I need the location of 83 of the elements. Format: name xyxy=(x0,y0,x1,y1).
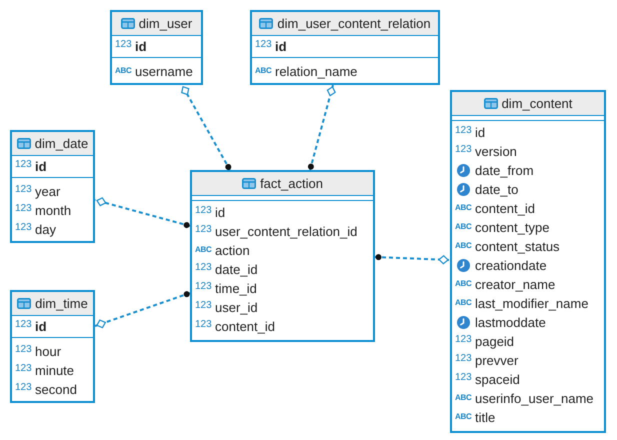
relationship-line xyxy=(181,84,232,170)
column-name: year xyxy=(35,184,60,199)
column-name: id xyxy=(135,39,147,54)
data-type-label: 123 xyxy=(195,300,212,312)
column-name: action xyxy=(215,243,250,258)
column-name: userinfo_user_name xyxy=(475,391,594,406)
data-type-label: 123 xyxy=(455,372,472,384)
column-name: content_id xyxy=(475,201,535,216)
column-name: date_id xyxy=(215,262,258,277)
column-name: content_status xyxy=(475,239,560,254)
data-type-label: 123 xyxy=(15,319,32,331)
column-name: spaceid xyxy=(475,372,520,387)
column-name: time_id xyxy=(215,281,257,296)
data-type-label: 123 xyxy=(15,382,32,394)
table-card xyxy=(450,90,606,433)
column-name: content_type xyxy=(475,220,550,235)
column-name: content_id xyxy=(215,319,275,334)
column-name: lastmoddate xyxy=(475,315,546,330)
column-name: creator_name xyxy=(475,277,556,292)
column-name: title xyxy=(475,410,496,425)
relationship-line xyxy=(374,254,450,264)
data-type-label: 123 xyxy=(15,184,32,196)
column-name: second xyxy=(35,382,77,397)
column-name: pageid xyxy=(475,334,514,349)
column-name: day xyxy=(35,222,56,237)
column-name: user_id xyxy=(215,300,258,315)
table-card xyxy=(250,10,440,85)
data-type-label: 123 xyxy=(15,363,32,375)
table-card xyxy=(10,290,95,403)
data-type-label: 123 xyxy=(195,281,212,293)
data-type-label: ABC xyxy=(455,202,472,214)
data-type-label: ABC xyxy=(455,278,472,290)
data-type-label: ABC xyxy=(115,65,132,77)
column-name: last_modifier_name xyxy=(475,296,588,311)
relationship-line xyxy=(308,84,336,170)
data-type-label: 123 xyxy=(195,205,212,217)
data-type-label: ABC xyxy=(455,411,472,423)
data-type-label: 123 xyxy=(195,319,212,331)
column-name: id xyxy=(35,159,47,174)
data-type-label: 123 xyxy=(15,159,32,171)
data-type-label: 123 xyxy=(15,222,32,234)
data-type-label: 123 xyxy=(455,353,472,365)
column-name: creationdate xyxy=(475,258,547,273)
data-type-label: 123 xyxy=(455,334,472,346)
data-type-label: 123 xyxy=(455,144,472,156)
column-name: prevver xyxy=(475,353,518,368)
data-type-label: 123 xyxy=(15,344,32,356)
column-name: month xyxy=(35,203,72,218)
data-type-label: ABC xyxy=(455,297,472,309)
data-type-label: 123 xyxy=(255,39,272,51)
column-name: username xyxy=(135,64,193,79)
table-name: fact_action xyxy=(260,176,323,191)
data-type-label: ABC xyxy=(455,221,472,233)
relationship-line xyxy=(94,197,190,228)
table-name: dim_date xyxy=(34,136,88,151)
column-name: version xyxy=(475,144,517,159)
column-name: relation_name xyxy=(275,64,358,79)
column-name: id xyxy=(35,319,47,334)
data-type-label: 123 xyxy=(115,39,132,51)
table-name: dim_user xyxy=(138,16,192,31)
table-card xyxy=(10,130,95,243)
column-name: user_content_relation_id xyxy=(215,224,358,239)
column-name: id xyxy=(275,39,287,54)
column-name: id xyxy=(215,205,226,220)
data-type-label: ABC xyxy=(455,240,472,252)
column-name: date_from xyxy=(475,163,534,178)
table-name: dim_user_content_relation xyxy=(277,16,431,31)
column-name: hour xyxy=(35,344,62,359)
data-type-label: 123 xyxy=(455,125,472,137)
column-name: minute xyxy=(35,363,74,378)
column-name: date_to xyxy=(475,182,518,197)
table-card xyxy=(190,170,375,342)
table-card xyxy=(110,10,203,85)
data-type-label: ABC xyxy=(195,244,212,256)
table-name: dim_content xyxy=(502,96,572,111)
data-type-label: 123 xyxy=(15,203,32,215)
data-type-label: 123 xyxy=(195,262,212,274)
data-type-label: ABC xyxy=(455,392,472,404)
table-name: dim_time xyxy=(35,296,88,311)
column-name: id xyxy=(475,125,486,140)
relationship-line xyxy=(94,291,190,328)
data-type-label: 123 xyxy=(195,224,212,236)
data-type-label: ABC xyxy=(255,65,272,77)
